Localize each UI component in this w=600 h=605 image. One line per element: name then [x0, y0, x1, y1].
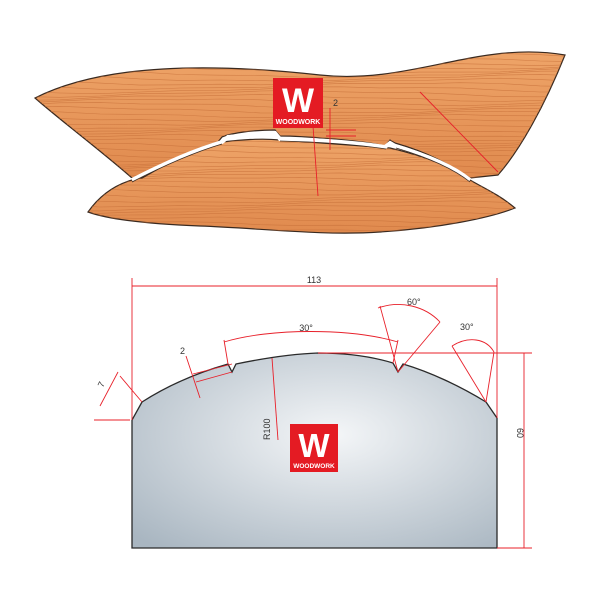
dim-width: 113: [131, 275, 498, 420]
dim-groove-label: 2: [180, 346, 185, 356]
logo-letter: W: [282, 82, 315, 120]
dim-angle-right-label: 30°: [460, 322, 474, 332]
dim-chamfer-label: 7: [96, 380, 107, 389]
wood-grain-line: [35, 51, 565, 54]
wood-grain-line: [88, 196, 515, 204]
woodwork-logo-center: W WOODWORK: [290, 424, 338, 472]
dim-height: 60: [318, 352, 532, 549]
logo-wordmark: WOODWORK: [293, 463, 335, 470]
wood-grain-line: [35, 130, 565, 138]
logo-letter: W: [298, 427, 330, 464]
dim-angle-center: 30°: [223, 323, 399, 365]
wood-grain-line: [88, 208, 515, 216]
dim-chamfer: 7: [94, 371, 143, 421]
wood-grain-line: [88, 184, 515, 192]
dim-angle-v-label: 60°: [407, 297, 421, 307]
woodwork-logo: W WOODWORK: [273, 78, 323, 128]
cutter-profile-drawing: 113 60 7 2 30°: [94, 275, 532, 549]
dim-groove: 2: [180, 346, 233, 399]
dim-angle-center-label: 30°: [299, 323, 313, 333]
dim-angle-right: 30°: [451, 322, 495, 403]
dim-radius: R100: [262, 357, 279, 441]
dim-height-label: 60: [515, 428, 525, 438]
wood-grain-line: [88, 205, 515, 212]
dim-angle-v: 60°: [377, 297, 441, 373]
wood-joint-illustration: 2 W WOODWORK: [20, 51, 580, 240]
lower-wood-board: [20, 138, 580, 240]
logo-wordmark: WOODWORK: [276, 119, 321, 126]
wood-grain-line: [88, 192, 515, 200]
wood-grain-line: [88, 200, 515, 208]
dim-width-label: 113: [307, 275, 321, 285]
joint-gap: [131, 130, 472, 182]
dim-gap-label: 2: [333, 98, 338, 108]
gap-dimension: 2: [326, 98, 356, 150]
angle-guide-line: [419, 91, 499, 173]
dim-radius-label: R100: [262, 418, 272, 440]
wood-grain-line: [88, 188, 515, 196]
wood-grain-line: [20, 234, 580, 240]
